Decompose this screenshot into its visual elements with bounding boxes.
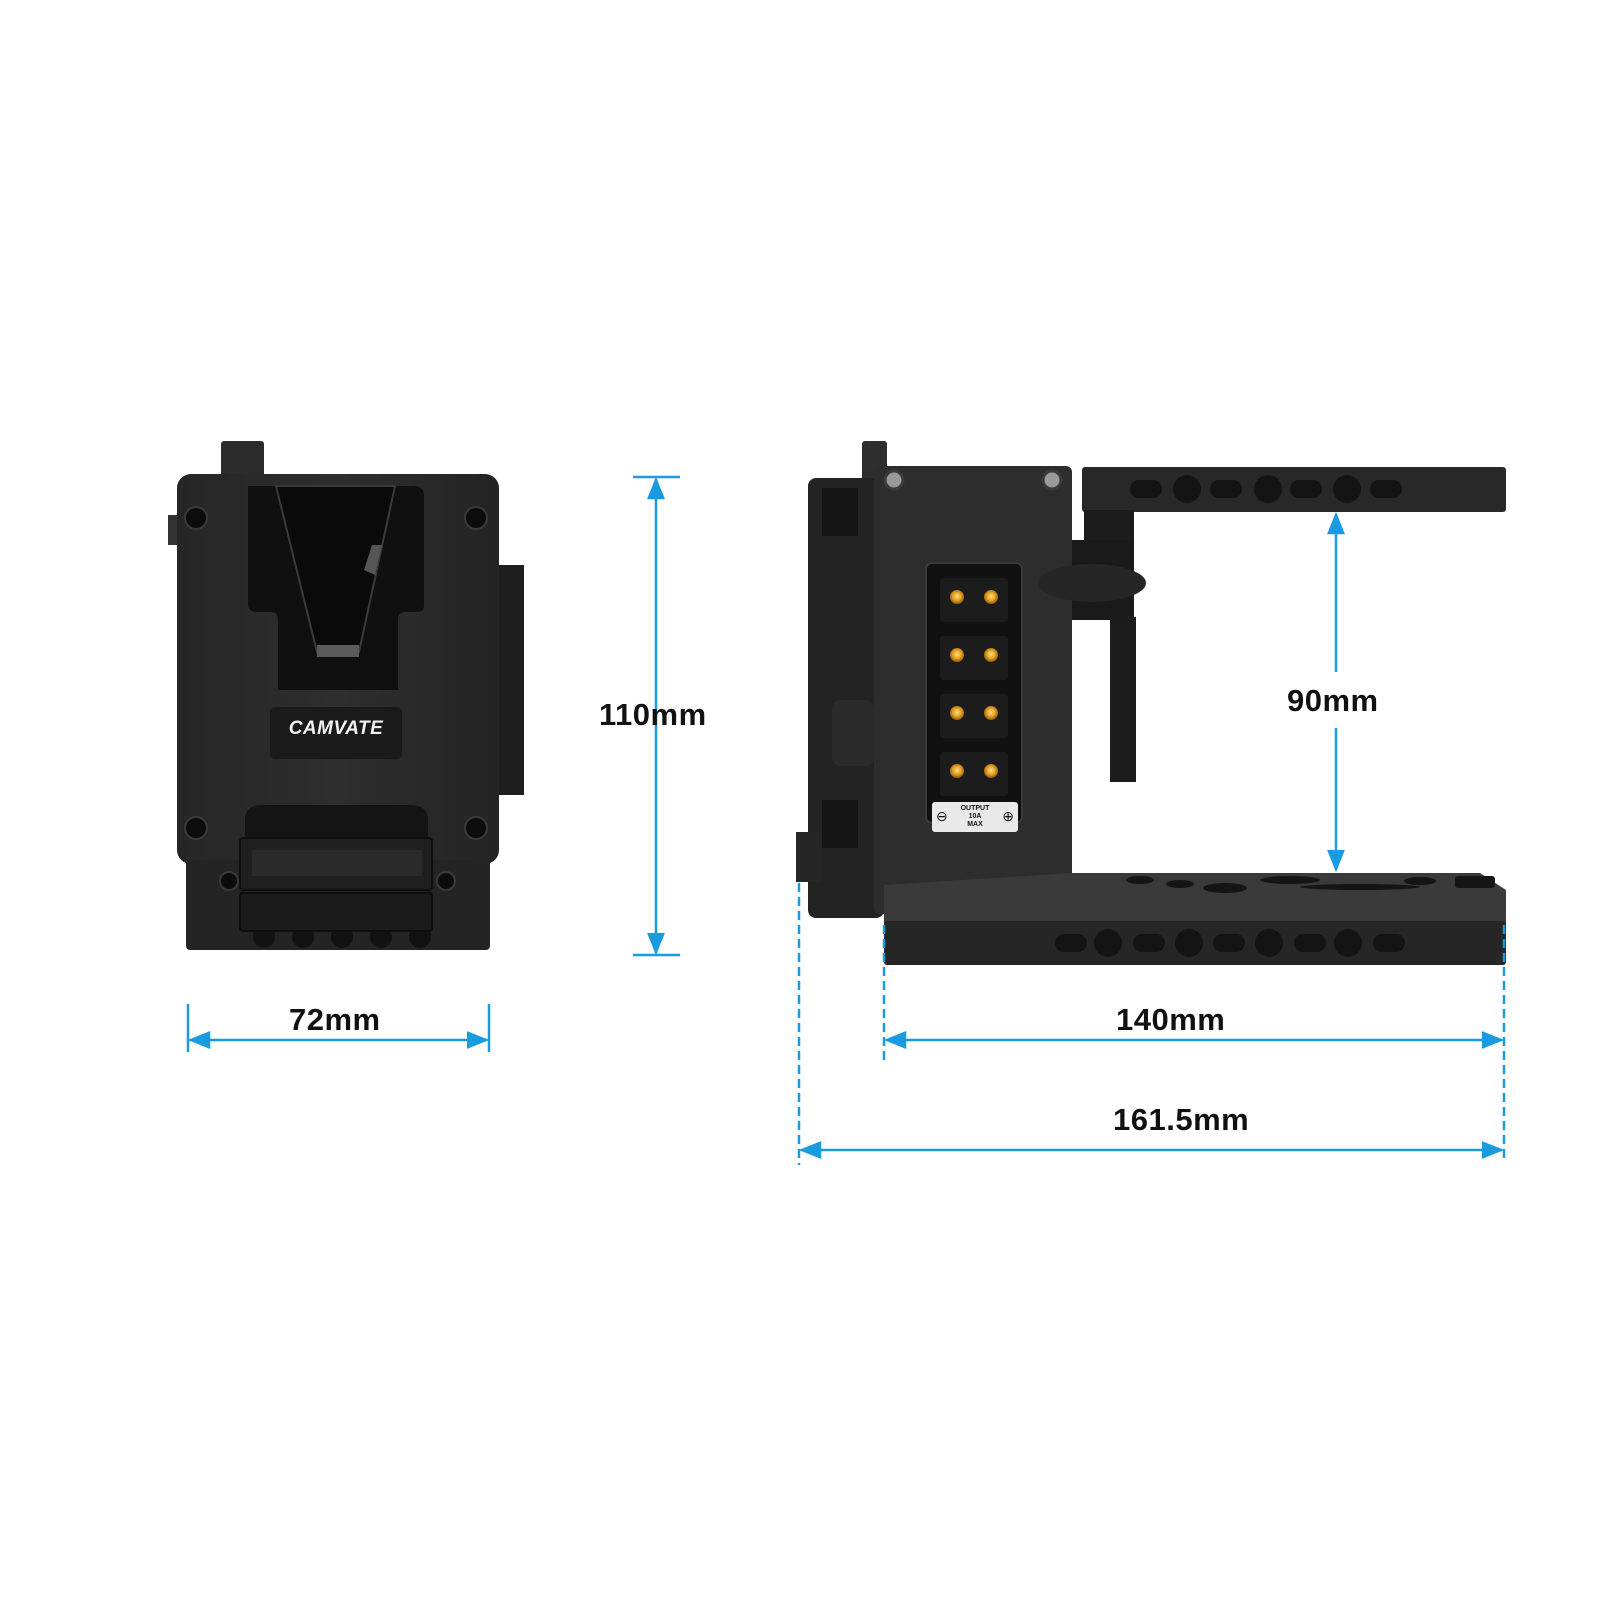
output-plate-text: ⊖ OUTPUT 10A MAX ⊕ [932, 802, 1018, 832]
output-label-plate [932, 802, 1018, 832]
plate-length-dimension-label: 140mm [1116, 1002, 1226, 1037]
rod-gap-dimension-label: 90mm [1287, 683, 1379, 718]
minus-icon: ⊖ [936, 808, 948, 824]
dimension-lines [186, 475, 1506, 1165]
side-view-device [796, 441, 1506, 965]
overall-length-dimension-label: 161.5mm [1113, 1102, 1250, 1137]
plate-side-holes [1055, 929, 1405, 957]
output-label-line3: MAX [967, 821, 983, 828]
output-label-line1: OUTPUT [960, 805, 990, 812]
dtap-ports [940, 578, 1008, 796]
front-view-device [168, 441, 524, 950]
plate-top-holes [1126, 876, 1495, 893]
top-bar-holes [1130, 475, 1402, 503]
width-dimension-label: 72mm [289, 1002, 381, 1037]
output-label-line2: 10A [968, 813, 982, 820]
brand-logo: CAMVATE [288, 718, 384, 739]
height-dimension-label: 110mm [599, 697, 707, 732]
plus-icon: ⊕ [1002, 808, 1014, 824]
